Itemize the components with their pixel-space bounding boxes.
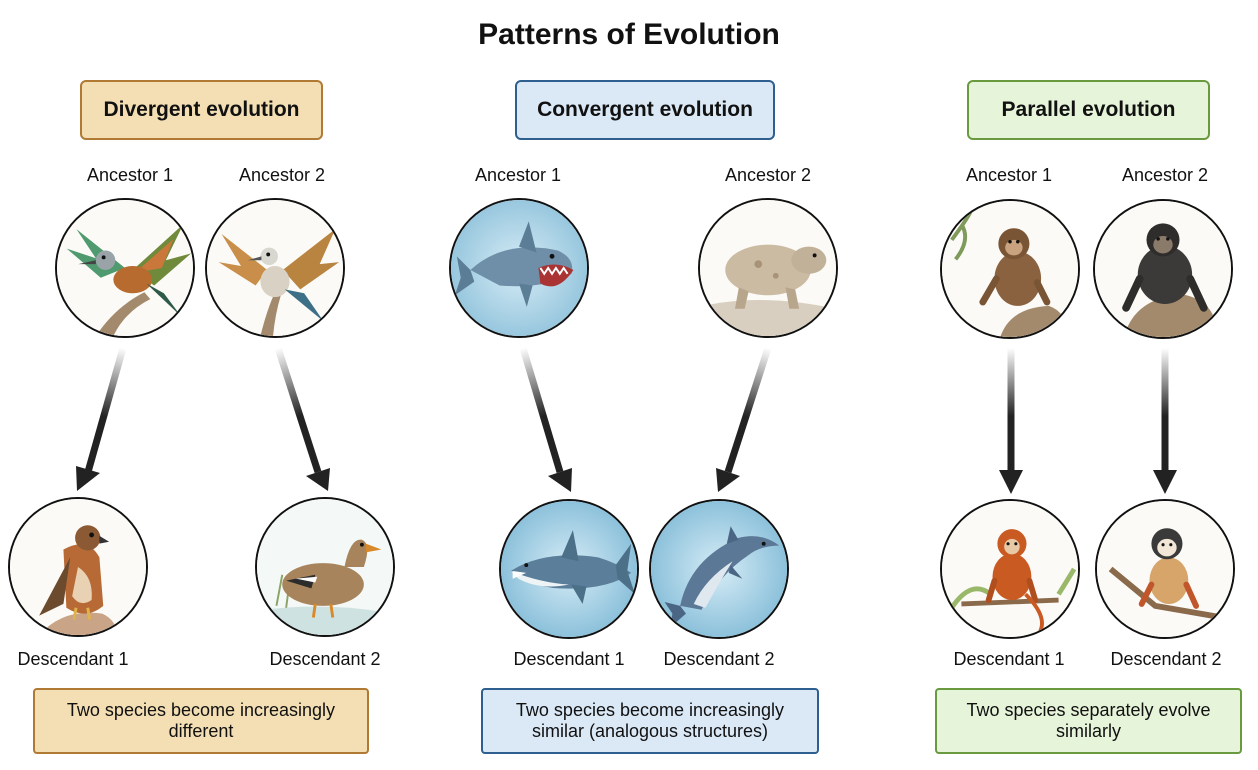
convergent-descendant-1-label: Descendant 1 <box>513 649 625 669</box>
arrowhead-convergent-2 <box>716 468 740 492</box>
divergent-ancestor-1-label: Ancestor 1 <box>86 165 174 185</box>
convergent-ancestor-1-label: Ancestor 1 <box>474 165 562 185</box>
arrowhead-divergent-2 <box>306 468 330 491</box>
parallel-header: Parallel evolution <box>967 80 1210 140</box>
brown-monkey-icon <box>940 199 1080 339</box>
red-monkey-icon <box>940 499 1080 639</box>
hawk-icon <box>8 497 148 637</box>
duck-icon <box>255 497 395 637</box>
divergent-descendant-1-label: Descendant 1 <box>17 649 129 669</box>
arrow-divergent-1 <box>84 347 127 473</box>
divergent-ancestor-2-label: Ancestor 2 <box>238 165 326 185</box>
arrowhead-parallel-1 <box>999 470 1023 494</box>
arrowhead-divergent-1 <box>76 466 100 491</box>
arrow-divergent-2 <box>274 346 322 474</box>
parallel-descendant-2-label: Descendant 2 <box>1110 649 1222 669</box>
parallel-descendant-1-label: Descendant 1 <box>953 649 1065 669</box>
convergent-caption: Two species become increasingly similar … <box>481 688 819 754</box>
convergent-header: Convergent evolution <box>515 80 775 140</box>
land-mammal-icon <box>698 198 838 338</box>
convergent-descendant-2-label: Descendant 2 <box>663 649 775 669</box>
arrow-convergent-1 <box>519 346 564 474</box>
parallel-ancestor-2-label: Ancestor 2 <box>1121 165 1209 185</box>
divergent-caption: Two species become increasingly differen… <box>33 688 369 754</box>
parallel-caption: Two species separately evolve similarly <box>935 688 1242 754</box>
divergent-descendant-2-label: Descendant 2 <box>269 649 381 669</box>
parallel-ancestor-1-label: Ancestor 1 <box>965 165 1053 185</box>
convergent-ancestor-2-label: Ancestor 2 <box>724 165 812 185</box>
arrowhead-parallel-2 <box>1153 470 1177 494</box>
arrow-convergent-2 <box>724 346 772 474</box>
divergent-header: Divergent evolution <box>80 80 323 140</box>
ancient-shark-icon <box>449 198 589 338</box>
crested-bird-icon <box>205 198 345 338</box>
dolphin-icon <box>649 499 789 639</box>
shark-icon <box>499 499 639 639</box>
arrowhead-convergent-1 <box>548 468 572 492</box>
page-title: Patterns of Evolution <box>478 18 780 51</box>
dark-ape-icon <box>1093 199 1233 339</box>
colorful-bird-icon <box>55 198 195 338</box>
capuchin-monkey-icon <box>1095 499 1235 639</box>
